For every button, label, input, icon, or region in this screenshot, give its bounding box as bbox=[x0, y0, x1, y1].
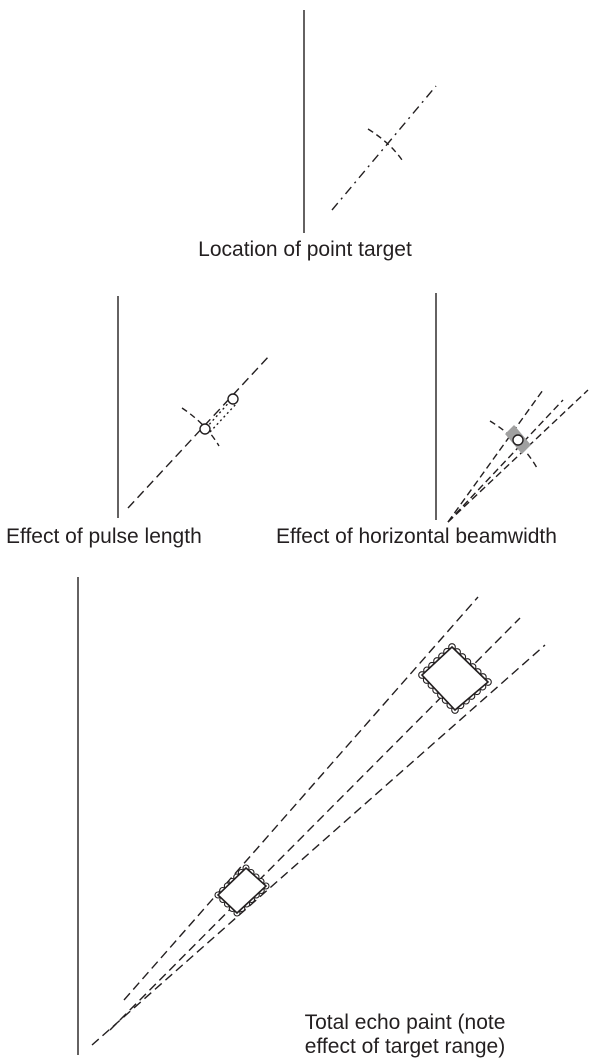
caption-total-echo-line1: Total echo paint (note bbox=[304, 1011, 506, 1034]
range-arc bbox=[367, 128, 405, 164]
pulse-length-dots bbox=[209, 402, 238, 433]
pulse-length-dots bbox=[205, 397, 234, 429]
panel-beamwidth bbox=[435, 293, 589, 523]
panel-pulse-length bbox=[117, 296, 271, 518]
caption-pulse-length: Effect of pulse length bbox=[6, 525, 202, 548]
echo-end-circle bbox=[227, 393, 239, 405]
beam-edge-left bbox=[447, 389, 544, 523]
panel-point-target bbox=[303, 10, 437, 233]
caption-total-echo-line2: effect of target range) bbox=[304, 1035, 506, 1058]
echo-circle bbox=[512, 434, 524, 446]
panel-total-echo bbox=[77, 577, 546, 1055]
beam-edge-left bbox=[123, 596, 479, 1001]
beam-edge-right bbox=[447, 389, 589, 523]
near-echo-paint bbox=[216, 866, 268, 915]
far-echo-paint bbox=[420, 645, 490, 712]
beam-edge-right bbox=[91, 644, 546, 1046]
caption-point-target: Location of point target bbox=[198, 238, 412, 261]
echo-start-circle bbox=[199, 423, 211, 435]
range-arc bbox=[181, 407, 220, 447]
bearing-line bbox=[331, 85, 437, 211]
bearing-line bbox=[127, 354, 271, 509]
caption-total-echo: Total echo paint (note effect of target … bbox=[270, 1011, 540, 1059]
caption-beamwidth: Effect of horizontal beamwidth bbox=[276, 525, 557, 548]
beam-center bbox=[447, 399, 564, 523]
